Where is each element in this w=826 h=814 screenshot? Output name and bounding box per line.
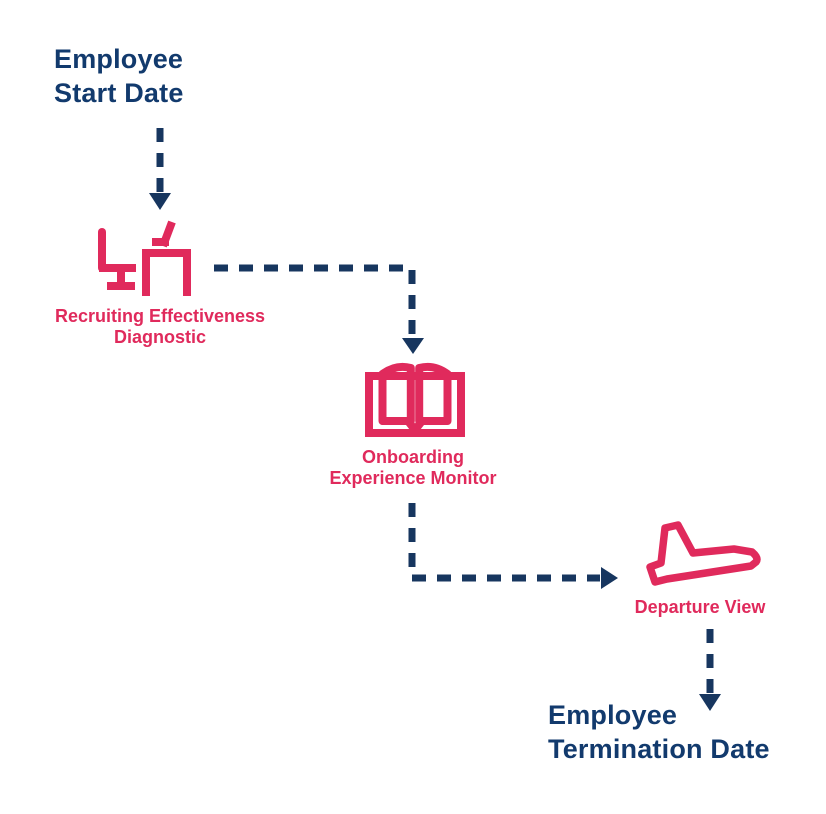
start-node-label: Employee Start Date: [54, 44, 184, 108]
connector-onboarding-to-departure: [408, 503, 618, 589]
chair-and-desk-icon: [98, 220, 191, 296]
end-node-label: Employee Termination Date: [548, 700, 770, 764]
book-left-page: [378, 362, 415, 425]
step-recruiting-label: Recruiting Effectiveness Diagnostic: [54, 306, 266, 347]
connector-start-to-recruiting: [149, 128, 171, 210]
arrowhead-right-icon: [601, 567, 618, 589]
arrowhead-down-icon: [699, 694, 721, 711]
connector-recruiting-to-onboarding: [214, 264, 424, 354]
laptop-screen: [159, 220, 176, 248]
step-departure-label: Departure View: [634, 597, 766, 617]
dashed-line: [408, 503, 600, 582]
arrowhead-down-icon: [402, 338, 424, 354]
book-right-page: [415, 362, 452, 425]
airplane-outline: [646, 521, 761, 586]
open-book-icon: [365, 362, 465, 437]
book-gutter: [404, 418, 426, 437]
arrowhead-down-icon: [149, 193, 171, 210]
connector-departure-to-end: [699, 629, 721, 711]
step-onboarding-label: Onboarding Experience Monitor: [329, 447, 497, 488]
airplane-takeoff-icon: [646, 521, 761, 586]
desk-table: [142, 249, 191, 296]
